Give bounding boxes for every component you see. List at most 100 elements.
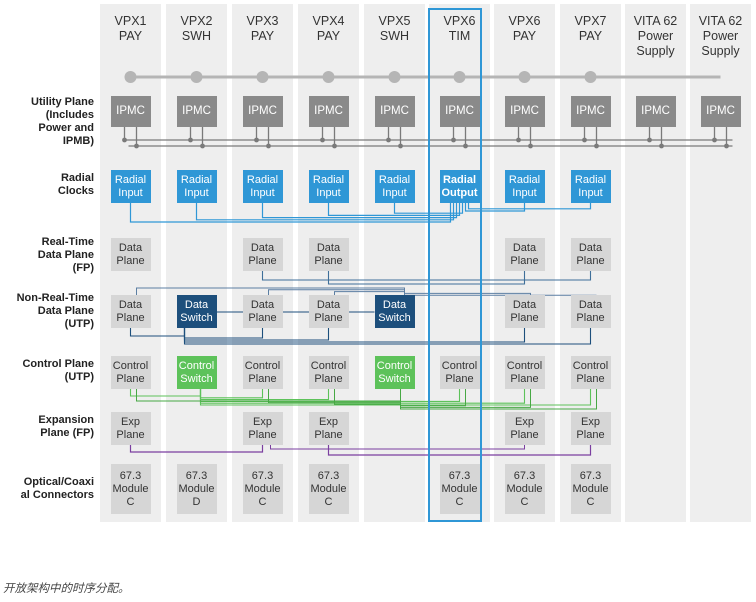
ipmb-node-a-8 [647,137,652,143]
ipmb-node-a-4 [386,137,391,143]
utility-ipmc-vita2: IPMC [700,96,741,127]
nrtdata-data-switch-vpx5: Data Switch [374,295,415,328]
ipmb-node-b-9 [724,143,729,149]
radial-link-vpx7 [467,203,592,210]
control-control-switch-vpx2: Control Switch [176,356,217,389]
radial-radial-input-vpx1: Radial Input [110,170,151,203]
control-control-switch-vpx5: Control Switch [374,356,415,389]
fp-link-4-6 [327,271,526,285]
rtdata-data-plane-vpx1: Data Plane [110,238,151,271]
expansion-exp-plane-vpx1: Exp Plane [110,412,151,445]
row-label-rtdata: Real-Time Data Plane (FP) [37,236,94,274]
radial-link-vpx3 [261,203,458,219]
dswitch-a-vpx1 [129,328,186,337]
radial-radial-input-vpx7: Radial Input [570,170,611,203]
row-label-nrtdata: Non-Real-Time Data Plane (UTP) [16,292,94,330]
rtdata-data-plane-vpx3: Data Plane [242,238,283,271]
slot-header-vpx7: VPX7 PAY [574,14,607,43]
radial-link-vpx4 [327,203,461,216]
power-node-vpx1 [124,71,137,83]
row-label-utility: Utility Plane (Includes Power and IPMB) [31,96,94,147]
row-label-optical: Optical/Coaxi al Connectors [20,476,94,501]
cswitch-a-vpx1 [129,389,202,397]
slot-column-vpx2 [166,4,227,522]
optical-67-3-module-c-vpx1: 67.3 Module C [110,464,151,514]
dswitch-a-vpx7 [183,328,592,345]
slot-header-vita2: VITA 62 Power Supply [698,14,743,58]
slot-column-vpx5 [364,4,425,522]
utility-ipmc-vpx5: IPMC [374,96,415,127]
slot-header-vpx6b: VPX6 PAY [508,14,541,43]
exp-link-4-7 [327,445,592,456]
dswitch-b-vpx6b [404,292,531,295]
ipmb-node-a-7 [582,137,587,143]
rtdata-data-plane-vpx7: Data Plane [570,238,611,271]
utility-ipmc-vpx7: IPMC [570,96,611,127]
radial-radial-input-vpx6b: Radial Input [504,170,545,203]
utility-ipmc-vpx4: IPMC [308,96,349,127]
ipmb-node-b-6 [528,143,533,149]
expansion-exp-plane-vpx4: Exp Plane [308,412,349,445]
ipmb-node-a-2 [254,137,259,143]
nrtdata-data-plane-vpx1: Data Plane [110,295,151,328]
nrtdata-data-plane-vpx6b: Data Plane [504,295,545,328]
optical-67-3-module-c-vpx3: 67.3 Module C [242,464,283,514]
slot-header-vpx6: VPX6 TIM [443,14,476,43]
radial-radial-input-vpx4: Radial Input [308,170,349,203]
slot-header-vpx2: VPX2 SWH [180,14,213,43]
optical-67-3-module-c-vpx4: 67.3 Module C [308,464,349,514]
exp-link-3-6 [270,445,525,450]
fp-link-3-7 [261,271,592,281]
row-label-expansion: Expansion Plane (FP) [38,414,94,439]
radial-radial-input-vpx5: Radial Input [374,170,415,203]
ipmb-node-a-1 [188,137,193,143]
slot-column-vpx6 [429,4,490,522]
utility-ipmc-vpx1: IPMC [110,96,151,127]
ipmb-node-b-0 [134,143,139,149]
optical-67-3-module-c-vpx6: 67.3 Module C [439,464,480,514]
ipmb-node-a-3 [320,137,325,143]
ipmb-node-a-9 [712,137,717,143]
exp-link-1-3 [129,445,264,453]
utility-ipmc-vpx2: IPMC [176,96,217,127]
ipmb-node-b-1 [200,143,205,149]
utility-ipmc-vpx6b: IPMC [504,96,545,127]
optical-67-3-module-c-vpx7: 67.3 Module C [570,464,611,514]
slot-header-vita1: VITA 62 Power Supply [633,14,678,58]
radial-link-vpx2 [195,203,455,221]
nrtdata-data-switch-vpx2: Data Switch [176,295,217,328]
power-node-vpx7 [584,71,597,83]
ipmb-node-b-5 [463,143,468,149]
slot-header-vpx1: VPX1 PAY [114,14,147,43]
cswitch-b-vpx7 [400,389,597,410]
ipmb-node-b-7 [594,143,599,149]
nrtdata-data-plane-vpx7: Data Plane [570,295,611,328]
ipmb-node-b-4 [398,143,403,149]
control-control-plane-vpx6: Control Plane [439,356,480,389]
control-control-plane-vpx7: Control Plane [570,356,611,389]
slot-column-vita2 [690,4,751,522]
expansion-exp-plane-vpx7: Exp Plane [570,412,611,445]
nrtdata-data-plane-vpx3: Data Plane [242,295,283,328]
power-node-vpx3 [256,71,269,83]
row-label-radial: Radial Clocks [57,172,94,197]
tim-slot-highlight [428,8,482,522]
row-label-control: Control Plane (UTP) [22,358,94,383]
dswitch-a-vpx3 [183,328,264,339]
ipmb-node-b-3 [332,143,337,149]
utility-ipmc-vpx6: IPMC [439,96,480,127]
rtdata-data-plane-vpx6b: Data Plane [504,238,545,271]
utility-ipmc-vita1: IPMC [635,96,676,127]
expansion-exp-plane-vpx3: Exp Plane [242,412,283,445]
control-control-plane-vpx3: Control Plane [242,356,283,389]
optical-67-3-module-d-vpx2: 67.3 Module D [176,464,217,514]
control-control-plane-vpx4: Control Plane [308,356,349,389]
power-node-vpx6 [453,71,466,83]
ipmb-node-a-6 [516,137,521,143]
slot-header-vpx4: VPX4 PAY [312,14,345,43]
utility-ipmc-vpx3: IPMC [242,96,283,127]
radial-link-vpx1 [129,203,452,223]
ipmb-node-a-0 [122,137,127,143]
cswitch-a-vpx7 [199,389,592,406]
